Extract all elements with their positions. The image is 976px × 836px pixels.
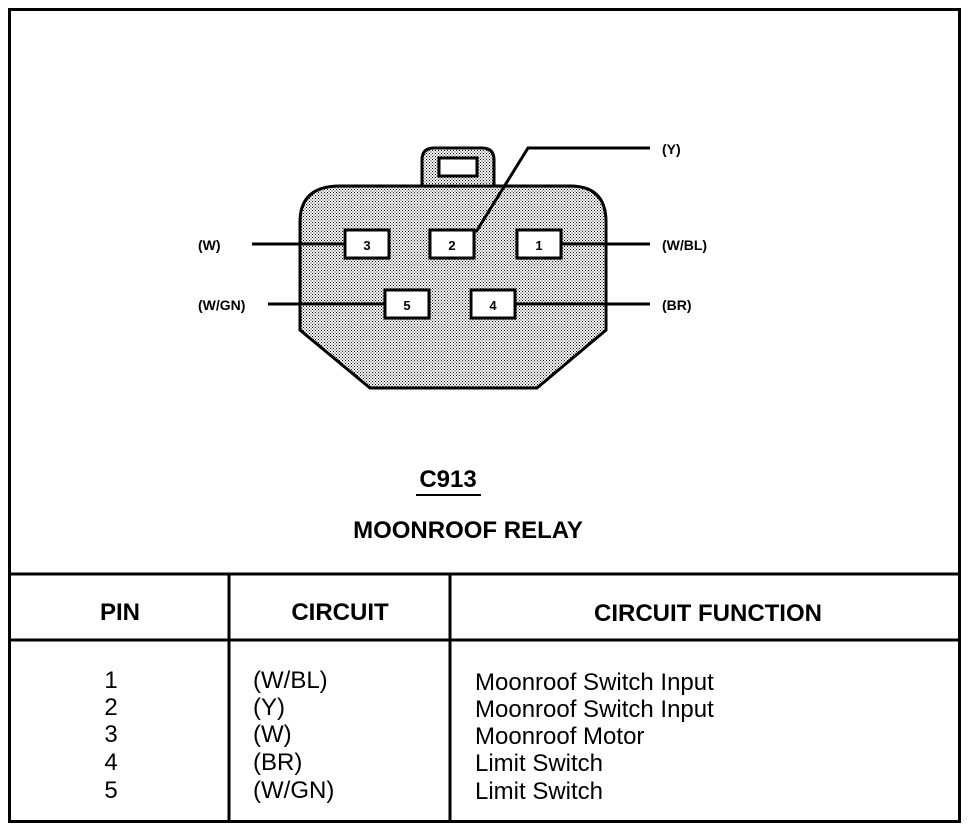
wire-label-pin-2: (Y) — [662, 141, 681, 157]
wire-lines — [252, 146, 650, 306]
row-pin: 2 — [104, 694, 117, 721]
row-pin: 3 — [104, 721, 117, 748]
connector-body — [298, 184, 608, 390]
header-pin: PIN — [100, 599, 140, 626]
pin-table-grid — [8, 572, 961, 823]
table-row: 3 (W) Moonroof Motor — [104, 721, 644, 750]
row-function: Limit Switch — [475, 778, 603, 805]
diagram-frame — [8, 8, 961, 823]
wire-label-pin-4: (BR) — [662, 297, 692, 313]
wire-label-pin-3: (W) — [198, 237, 221, 253]
connector-name: MOONROOF RELAY — [353, 517, 583, 544]
row-function: Limit Switch — [475, 750, 603, 777]
table-row: 1 (W/BL) Moonroof Switch Input — [104, 667, 714, 696]
table-row: 2 (Y) Moonroof Switch Input — [104, 694, 714, 723]
row-circuit: (W/GN) — [253, 777, 334, 804]
connector-id: C913 — [419, 466, 476, 493]
wire-pin-2 — [474, 146, 650, 233]
pin-table-rows: 1 (W/BL) Moonroof Switch Input 2 (Y) Moo… — [104, 667, 714, 805]
row-function: Moonroof Switch Input — [475, 669, 714, 696]
pin-1: 1 — [515, 228, 563, 260]
connector-latch — [420, 146, 496, 188]
header-circuit: CIRCUIT — [291, 599, 389, 626]
pin-5: 5 — [383, 288, 431, 320]
wire-label-pin-1: (W/BL) — [662, 237, 707, 253]
pin-cavities: 3 2 1 5 4 — [343, 228, 563, 320]
row-circuit: (W/BL) — [253, 667, 328, 694]
row-function: Moonroof Motor — [475, 723, 644, 750]
table-row: 4 (BR) Limit Switch — [104, 749, 603, 777]
row-pin: 5 — [104, 777, 117, 804]
row-pin: 4 — [104, 749, 117, 776]
svg-text:2: 2 — [448, 238, 455, 253]
row-pin: 1 — [104, 667, 117, 694]
svg-text:3: 3 — [363, 238, 370, 253]
header-circuit-function: CIRCUIT FUNCTION — [594, 600, 822, 627]
pin-2: 2 — [428, 228, 476, 260]
row-circuit: (BR) — [253, 749, 302, 776]
pin-3: 3 — [343, 228, 391, 260]
svg-text:5: 5 — [403, 298, 410, 313]
pin-table-header: PIN CIRCUIT CIRCUIT FUNCTION — [100, 599, 822, 627]
row-circuit: (W) — [253, 721, 292, 748]
row-circuit: (Y) — [253, 694, 285, 721]
table-row: 5 (W/GN) Limit Switch — [104, 777, 603, 805]
pin-4: 4 — [469, 288, 517, 320]
svg-text:4: 4 — [489, 298, 497, 313]
wire-label-pin-5: (W/GN) — [198, 297, 245, 313]
row-function: Moonroof Switch Input — [475, 696, 714, 723]
wire-labels: (Y) (W) (W/BL) (W/GN) (BR) — [198, 141, 707, 313]
svg-text:1: 1 — [535, 238, 542, 253]
